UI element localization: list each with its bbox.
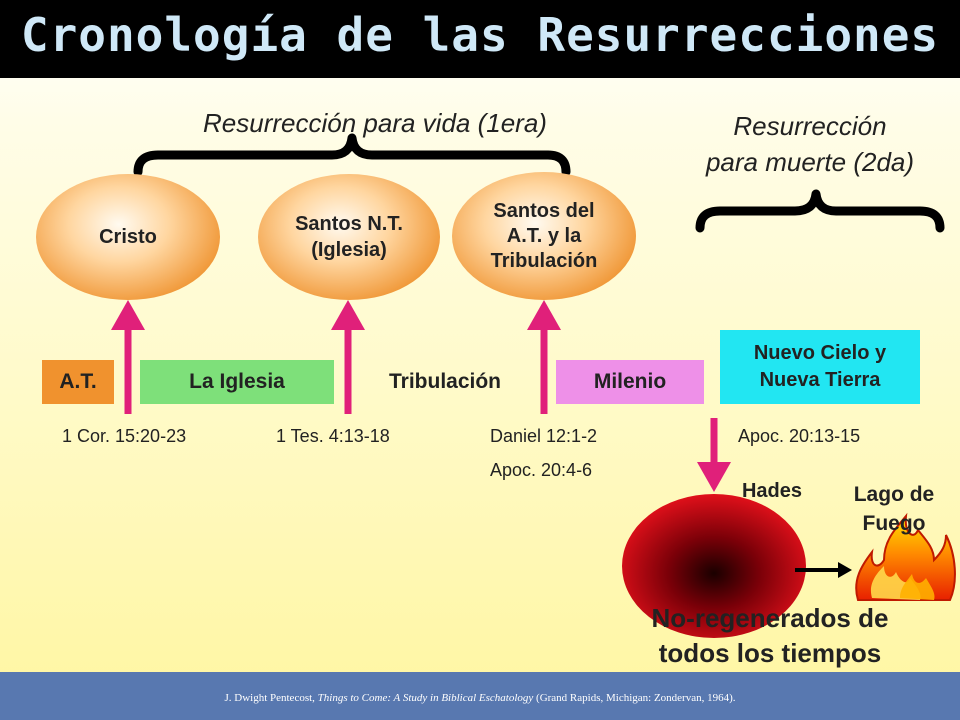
period-tribulacion: Tribulación <box>388 370 501 393</box>
period-milenio: Milenio <box>556 360 704 404</box>
period-iglesia: La Iglesia <box>140 360 334 404</box>
citation-author: J. Dwight Pentecost, <box>224 692 318 704</box>
oval-santos-nt: Santos N.T. (Iglesia) <box>258 174 440 300</box>
ref-daniel: Daniel 12:1-2 <box>490 426 598 446</box>
ref-apoc-20-4: Apoc. 20:4-6 <box>490 460 593 480</box>
ref-1cor: 1 Cor. 15:20-23 <box>62 426 187 446</box>
nuevo-line1: Nuevo Cielo y <box>753 342 887 364</box>
oval-ot-line3: Tribulación <box>490 249 598 272</box>
life-resurrection-header: Resurrección para vida (1era) <box>203 108 547 138</box>
arrow-down-hades <box>697 418 731 492</box>
citation: J. Dwight Pentecost, Things to Come: A S… <box>0 692 960 704</box>
unregenerate-label: No-regenerados de todos los tiempos <box>610 601 930 671</box>
unregenerate-line2: todos los tiempos <box>658 638 882 668</box>
fire-icon <box>855 512 956 601</box>
footer-bar <box>0 672 960 720</box>
oval-nt-line2: (Iglesia) <box>311 239 387 261</box>
death-brace <box>695 189 945 233</box>
oval-cristo: Cristo <box>36 174 220 300</box>
period-at: A.T. <box>42 360 114 404</box>
arrow-to-fire <box>795 562 852 578</box>
arrow-nt <box>331 300 365 414</box>
citation-publisher: (Grand Rapids, Michigan: Zondervan, 1964… <box>533 692 736 704</box>
lake-of-fire-label: Lago de Fuego <box>836 480 952 538</box>
oval-nt-line1: Santos N.T. <box>295 213 403 235</box>
hades-circle <box>622 494 806 638</box>
lago-line1: Lago de <box>853 483 935 506</box>
death-header-line1: Resurrección <box>733 111 887 141</box>
period-nuevo-cielo: Nuevo Cielo y Nueva Tierra <box>720 330 920 404</box>
ref-apoc-20-13: Apoc. 20:13-15 <box>738 426 861 446</box>
lago-line2: Fuego <box>862 512 926 535</box>
death-header-line2: para muerte (2da) <box>705 147 915 177</box>
arrow-cristo <box>111 300 145 414</box>
oval-santos-at: Santos del A.T. y la Tribulación <box>452 172 636 300</box>
hades-label: Hades <box>741 480 803 502</box>
citation-book: Things to Come: A Study in Biblical Esch… <box>317 692 534 704</box>
title-bar <box>0 0 960 78</box>
ref-1tes: 1 Tes. 4:13-18 <box>276 426 390 446</box>
arrow-ot <box>527 300 561 414</box>
life-brace <box>133 133 571 177</box>
death-resurrection-header: Resurrección para muerte (2da) <box>660 108 960 180</box>
oval-ot-line1: Santos del <box>493 199 595 222</box>
oval-cristo-label: Cristo <box>99 225 157 248</box>
oval-ot-line2: A.T. y la <box>506 224 582 247</box>
nuevo-line2: Nueva Tierra <box>759 369 881 391</box>
unregenerate-line1: No-regenerados de <box>651 603 889 633</box>
page-title: Cronología de las Resurrecciones <box>20 8 940 62</box>
